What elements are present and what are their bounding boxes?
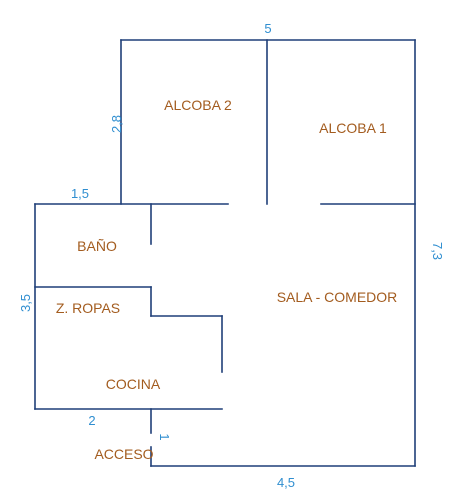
cocina-label: COCINA bbox=[106, 376, 161, 392]
acceso-label: ACCESO bbox=[94, 446, 153, 462]
sala-comedor-label: SALA - COMEDOR bbox=[277, 289, 398, 305]
bottom-width-dimension: 4,5 bbox=[277, 475, 295, 490]
zona-ropas-label: Z. ROPAS bbox=[56, 300, 120, 316]
bano-label: BAÑO bbox=[77, 238, 117, 254]
top-width-dimension: 5 bbox=[264, 21, 271, 36]
dimension-labels: 5 2,8 1,5 7,3 3,5 2 1 4,5 bbox=[18, 21, 445, 490]
left-height-dimension: 3,5 bbox=[18, 294, 33, 312]
right-height-dimension: 7,3 bbox=[430, 242, 445, 260]
alcoba-height-dimension: 2,8 bbox=[109, 115, 124, 133]
walls bbox=[34, 39, 416, 467]
bano-width-dimension: 1,5 bbox=[71, 186, 89, 201]
room-labels: ALCOBA 2 ALCOBA 1 BAÑO Z. ROPAS SALA - C… bbox=[56, 97, 397, 462]
alcoba-2-label: ALCOBA 2 bbox=[164, 97, 232, 113]
access-width-dimension: 1 bbox=[157, 433, 172, 440]
alcoba-1-label: ALCOBA 1 bbox=[319, 120, 387, 136]
kitchen-width-dimension: 2 bbox=[88, 413, 95, 428]
